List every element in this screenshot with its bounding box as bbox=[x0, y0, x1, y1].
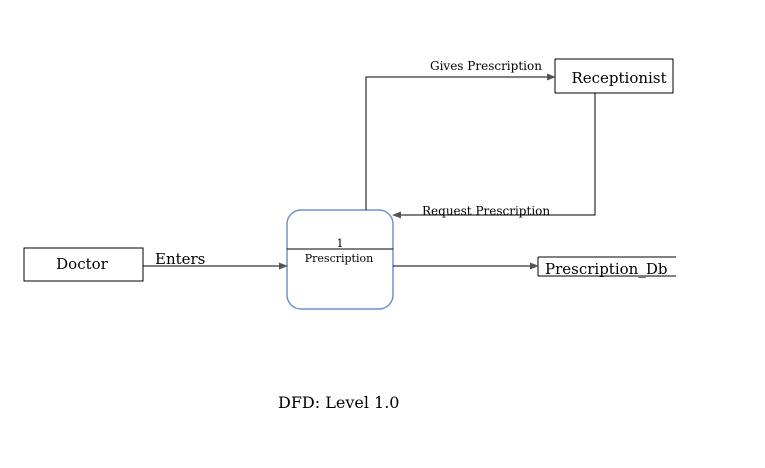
process-box bbox=[286, 209, 394, 310]
flow-gives-prescription: Gives Prescription bbox=[365, 59, 556, 210]
flow-request-prescription-arrow bbox=[392, 93, 596, 219]
flow-request-prescription: Request Prescription bbox=[392, 93, 596, 219]
flow-gives-prescription-arrow bbox=[365, 73, 556, 210]
process-name: Prescription bbox=[305, 252, 373, 265]
receptionist-entity-label: Receptionist bbox=[571, 69, 666, 87]
flow-enters-label: Enters bbox=[155, 250, 205, 268]
flow-request-prescription-label: Request Prescription bbox=[422, 204, 550, 218]
doctor-entity-box bbox=[23, 247, 144, 282]
diagram-caption: DFD: Level 1.0 bbox=[278, 393, 400, 412]
doctor-entity-label: Doctor bbox=[56, 255, 109, 273]
flow-gives-prescription-label: Gives Prescription bbox=[430, 59, 542, 73]
flow-enters: Enters bbox=[143, 250, 288, 270]
data-store-label: Prescription_Db bbox=[545, 260, 667, 278]
data-store-prescription-db[interactable]: Prescription_Db bbox=[537, 256, 676, 278]
receptionist-entity-box bbox=[554, 58, 674, 94]
receptionist-entity[interactable]: Receptionist bbox=[554, 58, 674, 94]
process-number: 1 bbox=[337, 237, 344, 250]
doctor-entity[interactable]: Doctor bbox=[23, 247, 144, 282]
process-prescription[interactable]: 1 Prescription bbox=[286, 209, 394, 310]
